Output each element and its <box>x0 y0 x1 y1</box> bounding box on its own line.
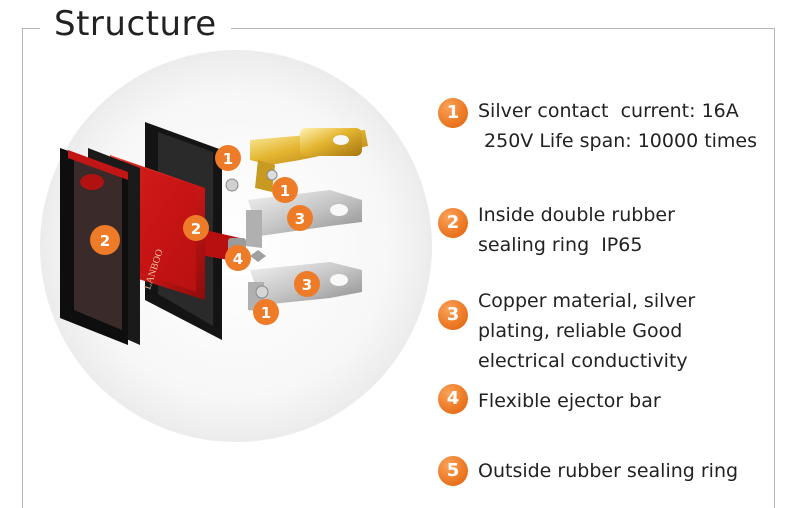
svg-text:3: 3 <box>295 210 305 228</box>
legend-item-5: 5 Outside rubber sealing ring <box>438 456 738 486</box>
section-title: Structure <box>40 2 231 46</box>
legend-badge: 2 <box>438 208 468 238</box>
svg-text:1: 1 <box>280 182 290 200</box>
legend-item-2: 2 Inside double rubber sealing ring IP65 <box>438 200 675 260</box>
svg-text:1: 1 <box>261 304 271 322</box>
svg-text:2: 2 <box>191 220 201 238</box>
legend-badge: 3 <box>438 300 468 330</box>
legend-text: Flexible ejector bar <box>478 390 661 412</box>
legend-text: Copper material, silver plating, reliabl… <box>478 290 696 372</box>
svg-text:1: 1 <box>223 150 233 168</box>
legend-text: Inside double rubber sealing ring IP65 <box>478 204 675 256</box>
callout-badge: 2 <box>90 225 120 255</box>
legend-item-1: 1 Silver contact current: 16A 250V Life … <box>438 96 757 156</box>
legend-badge: 5 <box>438 456 468 486</box>
callout-badge: 1 <box>253 299 279 325</box>
legend-badge: 1 <box>438 98 468 128</box>
callout-badge: 4 <box>225 245 251 271</box>
legend-item-3: 3 Copper material, silver plating, relia… <box>438 286 695 376</box>
legend-badge: 4 <box>438 384 468 414</box>
section-frame <box>22 28 775 508</box>
legend-text: Outside rubber sealing ring <box>478 460 739 482</box>
switch-exploded-illustration: LANBOO 1 <box>60 122 368 345</box>
legend-item-4: 4 Flexible ejector bar <box>438 384 661 416</box>
svg-text:3: 3 <box>302 276 312 294</box>
callout-badge: 1 <box>272 177 298 203</box>
callout-badge: 2 <box>183 215 209 241</box>
callout-badge: 1 <box>215 145 241 171</box>
callout-badge: 3 <box>294 271 320 297</box>
svg-text:4: 4 <box>233 250 243 268</box>
brass-terminal <box>250 128 368 192</box>
callout-badge: 3 <box>287 205 313 231</box>
legend-text: Silver contact current: 16A 250V Life sp… <box>478 100 758 152</box>
svg-text:2: 2 <box>100 232 110 250</box>
